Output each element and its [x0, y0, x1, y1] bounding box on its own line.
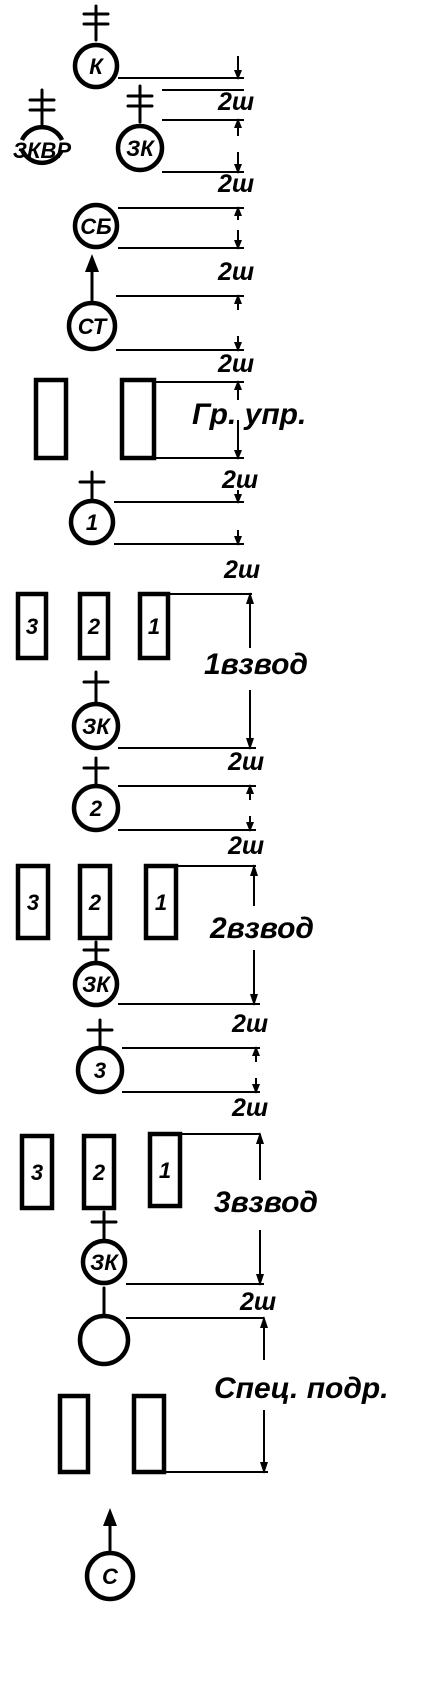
arrow-down-icon [234, 494, 242, 504]
arrow-down-icon [250, 994, 258, 1006]
arrow-up-icon [234, 294, 242, 304]
spacing-label: 2ш [231, 1010, 268, 1038]
platoon1-vehicle-3-label: 3 [26, 614, 38, 639]
post-platoon3-deputy: ЗК [80, 1210, 128, 1286]
platoon3-vehicle-1 [147, 1131, 183, 1209]
spacing-label: 2ш [217, 350, 254, 378]
arrow-down-icon [256, 1274, 264, 1286]
section-label-platoon1: 1взвод [204, 648, 308, 681]
post-platoon1-commander-label: 1 [86, 510, 98, 535]
section-labels: Гр. упр. 1взвод 2взвод 3взвод Спец. подр… [192, 398, 389, 1405]
platoon1-vehicle-1-label: 1 [148, 614, 160, 639]
platoon3-vehicle-3 [19, 1133, 55, 1211]
post-rear: С [84, 1508, 136, 1602]
section-label-control: Гр. упр. [192, 398, 306, 431]
arrow-up-icon [234, 118, 242, 128]
control-group-vehicles [33, 377, 157, 461]
platoon2-vehicle-3 [15, 863, 51, 941]
platoon3-vehicle-2-label: 2 [92, 1160, 106, 1185]
post-deputy-zk-top-label: ЗК [126, 136, 155, 161]
control-vehicle-right [119, 377, 157, 461]
arrow-down-icon [234, 450, 242, 460]
spacing-label: 2ш [227, 748, 264, 776]
special-vehicle-left [57, 1393, 91, 1475]
arrow-down-icon [234, 164, 242, 174]
dimension-arrows [234, 56, 268, 1474]
spacing-label: 2ш [217, 170, 254, 198]
spacing-labels: 2ш 2ш 2ш 2ш 2ш 2ш 2ш 2ш 2ш 2ш 2ш [217, 88, 276, 1316]
spacing-label: 2ш [217, 88, 254, 116]
arrow-up-icon [260, 1316, 268, 1328]
post-rear-label: С [102, 1564, 119, 1589]
post-deputy-zkvr-label: ЗКВР [13, 138, 72, 163]
post-platoon1-deputy: ЗК [71, 670, 121, 751]
arrow-up-icon [246, 592, 254, 604]
platoon1-vehicle-3 [15, 591, 49, 661]
spacing-label: 2ш [221, 466, 258, 494]
arrow-down-icon [234, 536, 242, 546]
reference-lines [114, 77, 268, 1473]
post-platoon1-commander: 1 [68, 470, 116, 546]
arrow-down-icon [260, 1462, 268, 1474]
platoon3-vehicle-3-label: 3 [31, 1160, 43, 1185]
platoon3-vehicles: 3 2 1 [19, 1131, 183, 1211]
post-platoon3-commander-label: 3 [94, 1058, 106, 1083]
post-platoon2-deputy: ЗК [72, 940, 120, 1008]
arrow-down-icon [246, 822, 254, 832]
platoon3-vehicle-1-label: 1 [159, 1158, 171, 1183]
arrow-up-icon [234, 380, 242, 390]
post-platoon2-deputy-label: ЗК [82, 972, 111, 997]
platoon2-vehicle-1-label: 1 [155, 890, 167, 915]
platoon2-vehicle-1 [143, 863, 179, 941]
platoon1-vehicles: 3 2 1 [15, 591, 171, 661]
section-label-platoon3: 3взвод [214, 1186, 318, 1219]
post-st: СТ [66, 254, 118, 352]
spacing-label: 2ш [217, 258, 254, 286]
arrow-up-icon [250, 864, 258, 876]
post-platoon3-deputy-label: ЗК [90, 1250, 119, 1275]
section-label-platoon2: 2взвод [209, 912, 314, 945]
arrow-up-icon [103, 1508, 117, 1526]
arrow-up-icon [246, 784, 254, 794]
special-vehicle-right [131, 1393, 167, 1475]
arrow-down-icon [246, 738, 254, 750]
control-vehicle-left [33, 377, 69, 461]
arrow-down-icon [234, 70, 242, 80]
arrow-down-icon [234, 342, 242, 352]
post-st-label: СТ [78, 314, 108, 339]
arrow-up-icon [234, 206, 242, 216]
post-sb: СБ [72, 202, 120, 250]
post-deputy-zkvr: ЗКВР [13, 88, 72, 166]
platoon2-vehicle-3-label: 3 [27, 890, 39, 915]
post-commander: К [72, 4, 120, 90]
platoon1-vehicle-1 [137, 591, 171, 661]
post-platoon2-commander-label: 2 [89, 796, 103, 821]
arrow-up-icon [85, 254, 99, 272]
special-unit-vehicles [57, 1393, 167, 1475]
platoon2-vehicles: 3 2 1 [15, 863, 179, 941]
section-label-special: Спец. подр. [214, 1372, 389, 1405]
spacing-label: 2ш [223, 556, 260, 584]
spacing-label: 2ш [231, 1094, 268, 1122]
arrow-up-icon [256, 1132, 264, 1144]
post-special-leader [77, 1286, 131, 1367]
post-deputy-zk-top: ЗК [115, 84, 165, 173]
platoon2-vehicle-2-label: 2 [88, 890, 102, 915]
platoon1-vehicle-2-label: 2 [87, 614, 101, 639]
platoon3-vehicle-2 [81, 1133, 117, 1211]
post-platoon2-commander: 2 [71, 756, 121, 833]
arrow-up-icon [252, 1046, 260, 1056]
post-platoon3-commander: 3 [75, 1018, 125, 1095]
platoon1-vehicle-2 [77, 591, 111, 661]
arrow-down-icon [234, 240, 242, 250]
spacing-label: 2ш [239, 1288, 276, 1316]
platoon2-vehicle-2 [77, 863, 113, 941]
post-sb-label: СБ [80, 214, 111, 239]
arrow-down-icon [252, 1084, 260, 1094]
post-platoon1-deputy-label: ЗК [82, 714, 111, 739]
spacing-label: 2ш [227, 832, 264, 860]
post-commander-label: К [89, 54, 104, 79]
